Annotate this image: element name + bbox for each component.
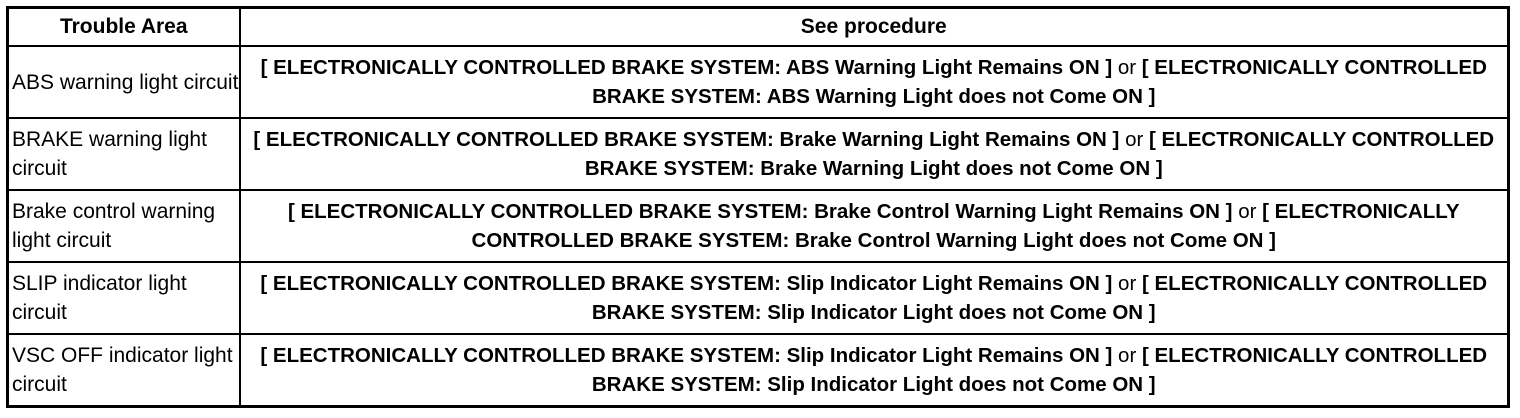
procedure-link[interactable]: [ ELECTRONICALLY CONTROLLED BRAKE SYSTEM… — [592, 56, 1487, 108]
table-row: Brake control warning light circuit [ EL… — [6, 189, 1510, 263]
trouble-area-cell: Brake control warning light circuit — [6, 189, 241, 263]
header-see-procedure: See procedure — [238, 6, 1510, 47]
table-row: SLIP indicator light circuit [ ELECTRONI… — [6, 261, 1510, 335]
procedure-link[interactable]: [ ELECTRONICALLY CONTROLLED BRAKE SYSTEM… — [253, 128, 1120, 151]
procedure-link[interactable]: [ ELECTRONICALLY CONTROLLED BRAKE SYSTEM… — [591, 272, 1488, 324]
table-row: ABS warning light circuit [ ELECTRONICAL… — [6, 45, 1510, 119]
procedure-link[interactable]: [ ELECTRONICALLY CONTROLLED BRAKE SYSTEM… — [471, 200, 1460, 252]
procedure-link[interactable]: [ ELECTRONICALLY CONTROLLED BRAKE SYSTEM… — [591, 343, 1488, 396]
procedure-link[interactable]: [ ELECTRONICALLY CONTROLLED BRAKE SYSTEM… — [287, 200, 1233, 223]
procedure-cell: [ ELECTRONICALLY CONTROLLED BRAKE SYSTEM… — [238, 189, 1510, 263]
header-trouble-area: Trouble Area — [6, 6, 241, 47]
procedure-cell: [ ELECTRONICALLY CONTROLLED BRAKE SYSTEM… — [238, 117, 1510, 191]
procedure-joiner: or — [1238, 200, 1257, 223]
procedure-cell: [ ELECTRONICALLY CONTROLLED BRAKE SYSTEM… — [238, 333, 1510, 407]
trouble-area-cell: VSC OFF indicator light circuit — [6, 333, 241, 407]
table-row: VSC OFF indicator light circuit [ ELECTR… — [6, 333, 1510, 407]
trouble-area-cell: SLIP indicator light circuit — [6, 261, 241, 335]
procedure-link[interactable]: [ ELECTRONICALLY CONTROLLED BRAKE SYSTEM… — [260, 56, 1113, 79]
procedure-joiner: or — [1125, 128, 1144, 151]
procedure-joiner: or — [1118, 343, 1137, 367]
procedure-joiner: or — [1118, 272, 1137, 295]
procedure-joiner: or — [1117, 56, 1137, 79]
trouble-area-cell: BRAKE warning light circuit — [6, 117, 241, 191]
procedure-link[interactable]: [ ELECTRONICALLY CONTROLLED BRAKE SYSTEM… — [584, 128, 1495, 180]
procedure-cell: [ ELECTRONICALLY CONTROLLED BRAKE SYSTEM… — [238, 261, 1510, 335]
procedure-cell: [ ELECTRONICALLY CONTROLLED BRAKE SYSTEM… — [238, 45, 1510, 119]
trouble-area-table-container: Trouble Area See procedure ABS warning l… — [6, 6, 1510, 408]
trouble-area-table: Trouble Area See procedure ABS warning l… — [6, 6, 1510, 408]
table-row: BRAKE warning light circuit [ ELECTRONIC… — [6, 117, 1510, 191]
procedure-link[interactable]: [ ELECTRONICALLY CONTROLLED BRAKE SYSTEM… — [260, 343, 1113, 367]
procedure-link[interactable]: [ ELECTRONICALLY CONTROLLED BRAKE SYSTEM… — [260, 272, 1113, 295]
trouble-area-cell: ABS warning light circuit — [6, 45, 241, 119]
table-header-row: Trouble Area See procedure — [6, 6, 1510, 47]
